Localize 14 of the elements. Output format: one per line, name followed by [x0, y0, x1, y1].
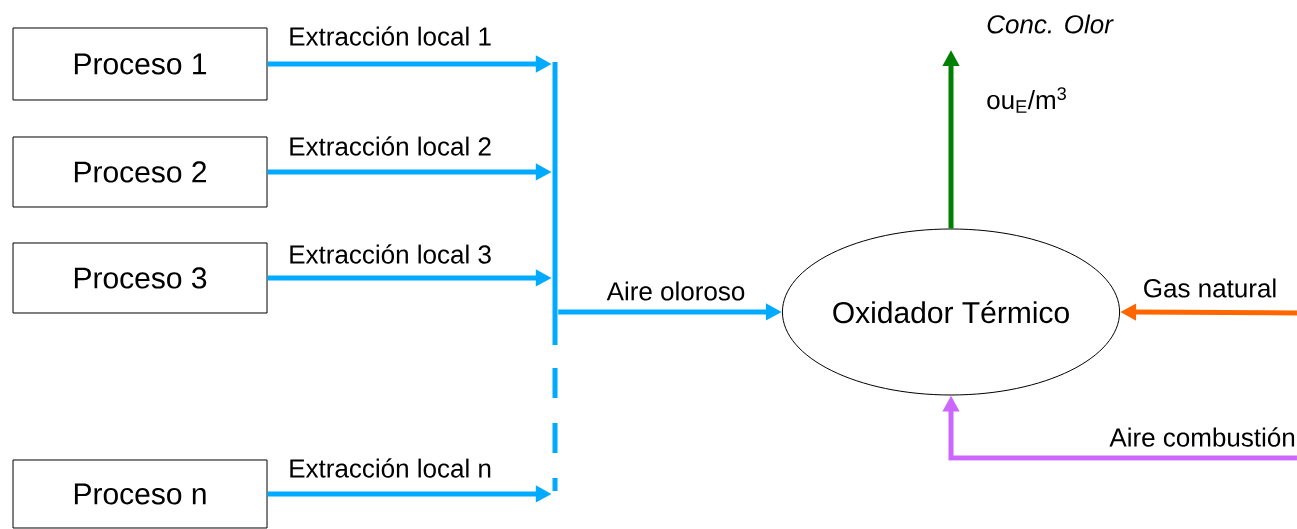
- edge-label: Aire combustión: [1108, 426, 1297, 448]
- process-box: Proceso 1: [12, 27, 268, 101]
- collector-bar: [552, 62, 558, 491]
- edge-label: Extracción local 2: [287, 135, 493, 157]
- edge-label: Gas natural: [1141, 277, 1279, 299]
- edge-label: Extracción local 3: [287, 243, 493, 265]
- edge-label: Extracción local n: [287, 457, 493, 479]
- edge-label: Aire oloroso: [605, 280, 747, 302]
- process-box: Proceso n: [12, 459, 268, 529]
- unit-label: Conc. Olor: [987, 14, 1114, 34]
- process-box: Proceso 3: [12, 242, 268, 314]
- unit-label: ou$_{E}$/m$^{3}$: [987, 87, 1066, 113]
- edge-label: Extracción local 1: [287, 25, 493, 47]
- process-box: Proceso 2: [12, 136, 268, 208]
